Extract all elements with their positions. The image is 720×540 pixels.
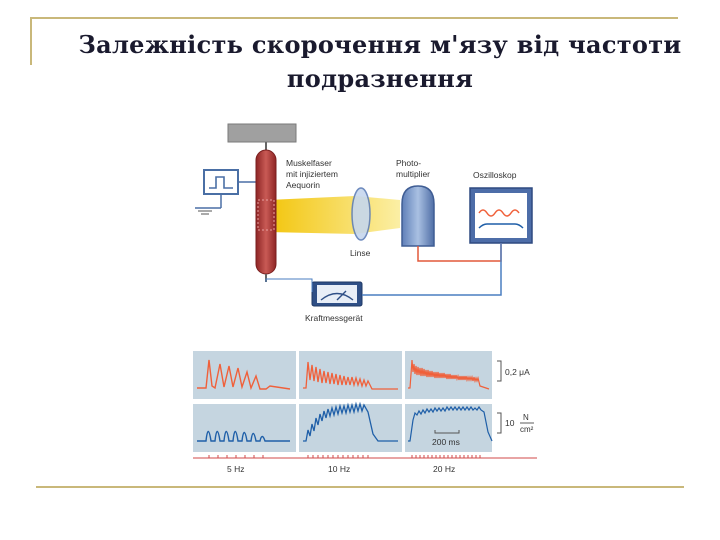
force-cable bbox=[362, 243, 502, 296]
oscilloscope bbox=[469, 187, 533, 244]
photomultiplier-label-2: multiplier bbox=[396, 169, 430, 179]
lens bbox=[351, 187, 371, 241]
force-trace-10hz bbox=[303, 401, 398, 442]
stimulator-box bbox=[195, 169, 258, 215]
light-beam bbox=[268, 196, 400, 234]
panel-force-5hz bbox=[193, 404, 296, 452]
slide-title-line-2: подразнення bbox=[286, 64, 474, 93]
frame-top-line bbox=[30, 17, 678, 19]
time-scale-label: 200 ms bbox=[432, 437, 460, 447]
photomultiplier-label-1: Photo- bbox=[396, 158, 421, 168]
panel-light-10hz bbox=[299, 351, 402, 399]
stimulus-ticks bbox=[208, 455, 481, 458]
light-trace-10hz bbox=[303, 361, 398, 390]
freq-label-5hz: 5 Hz bbox=[227, 464, 244, 474]
recordings-grid: 0,2 μA 10 N cm² 200 ms bbox=[193, 351, 537, 474]
muscle-label-1: Muskelfaser bbox=[286, 158, 332, 168]
force-trace-20hz bbox=[408, 405, 493, 442]
panel-light-5hz bbox=[193, 351, 296, 399]
lens-label: Linse bbox=[350, 248, 371, 258]
light-trace-20hz bbox=[408, 359, 490, 390]
freq-label-20hz: 20 Hz bbox=[433, 464, 455, 474]
photomultiplier bbox=[401, 185, 435, 247]
force-transducer bbox=[311, 281, 363, 307]
oscilloscope-label: Oszilloskop bbox=[473, 170, 517, 180]
light-trace-5hz bbox=[197, 359, 291, 391]
force-unit-top: N bbox=[523, 413, 529, 422]
freq-label-10hz: 10 Hz bbox=[328, 464, 350, 474]
force-unit-bottom: cm² bbox=[520, 425, 534, 434]
muscle-force-link bbox=[265, 278, 313, 292]
slide-title-line-1: Залежність скорочення м'язу від частоти bbox=[78, 30, 682, 59]
force-transducer-label: Kraftmessgerät bbox=[305, 313, 363, 323]
force-trace-5hz bbox=[197, 430, 290, 442]
frame-bottom-line bbox=[36, 486, 684, 488]
muscle-label-2: mit injiziertem bbox=[286, 169, 338, 179]
light-scale-bracket bbox=[497, 360, 502, 382]
force-scale-bracket bbox=[497, 412, 502, 434]
frame-left-line bbox=[30, 17, 32, 65]
force-scale-value: 10 bbox=[505, 418, 515, 428]
slide-title: Залежність скорочення м'язу від частоти … bbox=[40, 28, 720, 96]
muscle-fiber bbox=[255, 142, 277, 282]
time-scale-bar bbox=[434, 430, 460, 434]
light-scale-label: 0,2 μA bbox=[505, 367, 530, 377]
muscle-label-3: Aequorin bbox=[286, 180, 320, 190]
mounting-plate bbox=[227, 123, 297, 143]
